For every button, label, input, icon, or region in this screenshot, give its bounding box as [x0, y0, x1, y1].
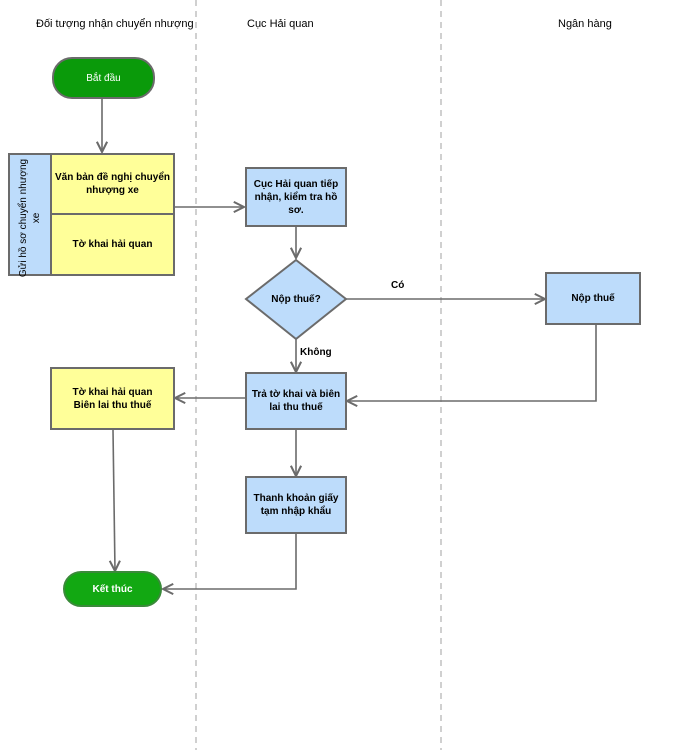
lane-title-bank: Ngân hàng: [558, 18, 612, 30]
lane-title-customs: Cục Hải quan: [247, 18, 314, 30]
liquidate-label: Thanh khoản giấy tạm nhập khẩu: [253, 493, 339, 517]
lane-title-transferee: Đối tượng nhận chuyển nhượng: [36, 18, 194, 30]
decision-text: Nộp thuế?: [271, 293, 321, 305]
start-terminal[interactable]: Bắt đầu: [52, 57, 155, 99]
doc-request-label: Văn bản đề nghị chuyển nhượng xe: [54, 172, 170, 196]
return-docs-label: Trả tờ khai và biên lai thu thuế: [251, 389, 341, 413]
document-group: Gửi hồ sơ chuyển nhượng xe Văn bản đề ng…: [8, 153, 175, 277]
edge-received-to-end: [113, 429, 115, 571]
start-label: Bắt đầu: [86, 72, 121, 84]
customs-receive-box[interactable]: Cục Hải quan tiếp nhận, kiểm tra hồ sơ.: [245, 167, 347, 227]
group-label: Gửi hồ sơ chuyển nhượng xe: [18, 158, 42, 278]
return-docs-box[interactable]: Trả tờ khai và biên lai thu thuế: [245, 372, 347, 430]
liquidate-box[interactable]: Thanh khoản giấy tạm nhập khẩu: [245, 476, 347, 534]
edge-liquidate-to-end: [163, 534, 297, 589]
decision-label: Nộp thuế?: [256, 290, 336, 308]
decision-diamond[interactable]: [244, 258, 348, 341]
customs-declaration-box[interactable]: Tờ khai hải quan: [52, 215, 173, 274]
bank-pay-label: Nộp thuế: [571, 293, 615, 304]
received-docs-line1: Tờ khai hải quan: [72, 386, 153, 398]
edge-label-yes: Có: [391, 280, 405, 291]
edge-bank-to-return: [347, 325, 597, 401]
customs-receive-label: Cục Hải quan tiếp nhận, kiểm tra hồ sơ.: [253, 178, 339, 216]
received-docs-line2: Biên lai thu thuế: [73, 399, 152, 411]
received-docs-box[interactable]: Tờ khai hải quan Biên lai thu thuế: [50, 367, 175, 430]
end-label: Kết thúc: [92, 583, 133, 595]
edge-label-no: Không: [300, 347, 332, 358]
doc-request-box[interactable]: Văn bản đề nghị chuyển nhượng xe: [52, 155, 173, 215]
customs-declaration-label: Tờ khai hải quan: [72, 239, 153, 250]
end-terminal[interactable]: Kết thúc: [63, 571, 162, 607]
bank-pay-box[interactable]: Nộp thuế: [545, 272, 641, 325]
group-label-column: Gửi hồ sơ chuyển nhượng xe: [10, 155, 52, 277]
